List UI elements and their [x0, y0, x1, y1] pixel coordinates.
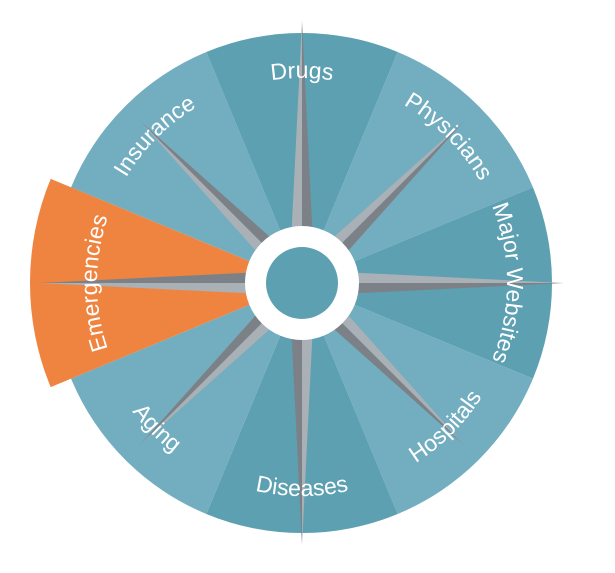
- compass-point-2-light: [302, 270, 564, 283]
- hub-center-button[interactable]: [266, 247, 338, 319]
- segment-label-diseases: Diseases: [254, 470, 350, 501]
- compass-point-2-dark: [302, 283, 564, 296]
- compass-point-4-dark: [289, 283, 302, 545]
- compass-point-6-light: [40, 283, 302, 296]
- compass-point-6-dark: [40, 270, 302, 283]
- compass-point-0-light: [289, 21, 302, 283]
- compass-point-0-dark: [302, 21, 315, 283]
- compass-point-4-light: [302, 283, 315, 545]
- segment-label-drugs: Drugs: [269, 57, 335, 85]
